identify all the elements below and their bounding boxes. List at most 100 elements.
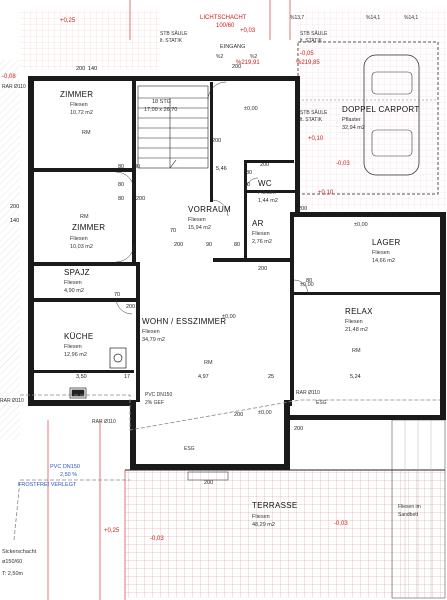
- level-marker: -0,03: [150, 536, 164, 542]
- room-floor: Pflaster: [342, 117, 361, 123]
- level-marker: %14,1: [404, 15, 418, 21]
- pvc-gradient: 2% GEF: [145, 400, 164, 406]
- level-marker: %2: [250, 54, 257, 60]
- room-name: DOPPEL CARPORT: [342, 105, 420, 114]
- level-marker: %14,1: [366, 15, 380, 21]
- room-relax: RELAX Fliesen 21,48 m2 RM: [345, 307, 373, 354]
- room-name: WOHN / ESSZIMMER: [142, 317, 226, 326]
- terrace-area: [125, 419, 446, 599]
- room-area: 10,72 m2: [70, 110, 93, 116]
- room-rm: RM: [82, 130, 91, 136]
- stb-saeule-label: STB SÄULE: [160, 30, 188, 37]
- frostfrei-label: FROSTFREI VERLEGT: [18, 482, 77, 488]
- pvc-label: PVC DN150: [50, 464, 80, 470]
- rar-label: RAR Ø110: [2, 84, 26, 90]
- dim-label: 80: [244, 182, 250, 188]
- sandbett-label: Sandbett: [398, 512, 419, 518]
- red-ruler-top: [129, 0, 291, 40]
- level-marker: -0,03: [336, 161, 350, 167]
- lichtschacht-size: 100/60: [216, 23, 235, 29]
- dim-label: 80: [134, 164, 140, 170]
- dim-label: 70: [170, 228, 176, 234]
- level-marker: %2: [216, 54, 223, 60]
- dim-label: 200: [234, 412, 243, 418]
- room-name: KÜCHE: [64, 332, 94, 341]
- room-zimmer-2: RM ZIMMER Fliesen 10,03 m2: [70, 214, 105, 250]
- room-area: 48,29 m2: [252, 522, 275, 528]
- room-name: AR: [252, 219, 264, 228]
- dimension-labels: 200 140 80 80 200 140 80 200 80 200 200 …: [10, 64, 361, 486]
- level-marker: -0,03: [334, 521, 348, 527]
- stairs-size: 17,00 x 26,70: [144, 107, 177, 113]
- drain-labels: PVC DN150 2% GEF PVC DN150 2,50 % FROSTF…: [0, 84, 421, 577]
- dim-label: 200: [136, 196, 145, 202]
- room-floor: Fliesen: [70, 236, 88, 242]
- room-floor: Fliesen: [252, 231, 270, 237]
- room-rm: RM: [352, 348, 361, 354]
- room-name: VORRAUM: [188, 205, 231, 214]
- dim-label: 25: [268, 374, 274, 380]
- stairs-label: 18 STG 17,00 x 26,70: [144, 99, 177, 113]
- room-rm: RM: [80, 214, 89, 220]
- dim-label: 140: [88, 66, 97, 72]
- room-floor: Fliesen: [258, 190, 276, 196]
- zero-level: ±0,00: [258, 410, 272, 416]
- dim-label: 80: [234, 242, 240, 248]
- room-name: WC: [258, 179, 272, 188]
- room-rm: RM: [204, 360, 213, 366]
- room-area: 15,94 m2: [188, 225, 211, 231]
- sickerschacht-label: Sickerschacht: [2, 549, 37, 555]
- stb-saeule-label: STB SÄULE: [300, 30, 328, 37]
- dim-label: 200: [126, 304, 135, 310]
- zero-level: ±0,00: [354, 222, 368, 228]
- dim-label: 200: [76, 66, 85, 72]
- room-wc: WC Fliesen 1,44 m2: [258, 179, 278, 204]
- zero-level: ±0,00: [244, 106, 258, 112]
- room-area: 2,76 m2: [252, 239, 272, 245]
- level-marker: %219,91: [236, 60, 260, 66]
- sickerschacht-size: ø150/60: [2, 559, 22, 565]
- room-carport: DOPPEL CARPORT Pflaster 32,94 m2: [342, 105, 420, 131]
- level-marker: +0,03: [240, 28, 256, 34]
- level-marker: %13,7: [290, 15, 304, 21]
- room-name: TERRASSE: [252, 501, 298, 510]
- carport-area: [297, 41, 439, 195]
- level-marker: -0,08: [2, 74, 16, 80]
- rar-label: RAR Ø110: [296, 390, 320, 396]
- dim-label: 80: [306, 278, 312, 284]
- room-floor: Fliesen: [188, 217, 206, 223]
- dim-label: 200: [204, 480, 213, 486]
- level-marker: +0,25: [104, 528, 120, 534]
- pvc-gradient: 2,50 %: [60, 472, 77, 478]
- sandbett-label: Fliesen im: [398, 504, 421, 510]
- room-spajz: SPAJZ Fliesen 4,90 m2: [64, 268, 90, 294]
- room-floor: Fliesen: [372, 250, 390, 256]
- dim-label: 5,24: [350, 374, 361, 380]
- room-ar: AR Fliesen 2,76 m2: [252, 219, 272, 245]
- room-floor: Fliesen: [142, 329, 160, 335]
- rar-label: RAR Ø110: [92, 419, 116, 425]
- room-floor: Fliesen: [345, 319, 363, 325]
- terrace-grille: [187, 471, 229, 481]
- dim-label: 200: [294, 426, 303, 432]
- room-floor: Fliesen: [64, 280, 82, 286]
- room-name: ZIMMER: [72, 223, 105, 232]
- outer-walls: [28, 76, 446, 470]
- room-name: ZIMMER: [60, 90, 93, 99]
- dim-label: 80: [246, 170, 252, 176]
- dim-label: 80: [118, 196, 124, 202]
- il-statik-label: lt. STATIK: [160, 38, 183, 44]
- dim-label: 200: [298, 206, 307, 212]
- dim-label: 200: [258, 266, 267, 272]
- room-name: RELAX: [345, 307, 373, 316]
- room-area: 12,96 m2: [64, 352, 87, 358]
- dim-label: 90: [206, 242, 212, 248]
- level-marker: %219,85: [296, 60, 320, 66]
- il-statik-label: lt. STATIK: [300, 38, 323, 44]
- dim-label: 140: [10, 218, 19, 224]
- zero-level: ±0,00: [300, 282, 314, 288]
- dim-label: 17: [124, 374, 130, 380]
- room-area: 14,66 m2: [372, 258, 395, 264]
- room-wohn: WOHN / ESSZIMMER Fliesen 34,79 m2 RM: [142, 317, 226, 366]
